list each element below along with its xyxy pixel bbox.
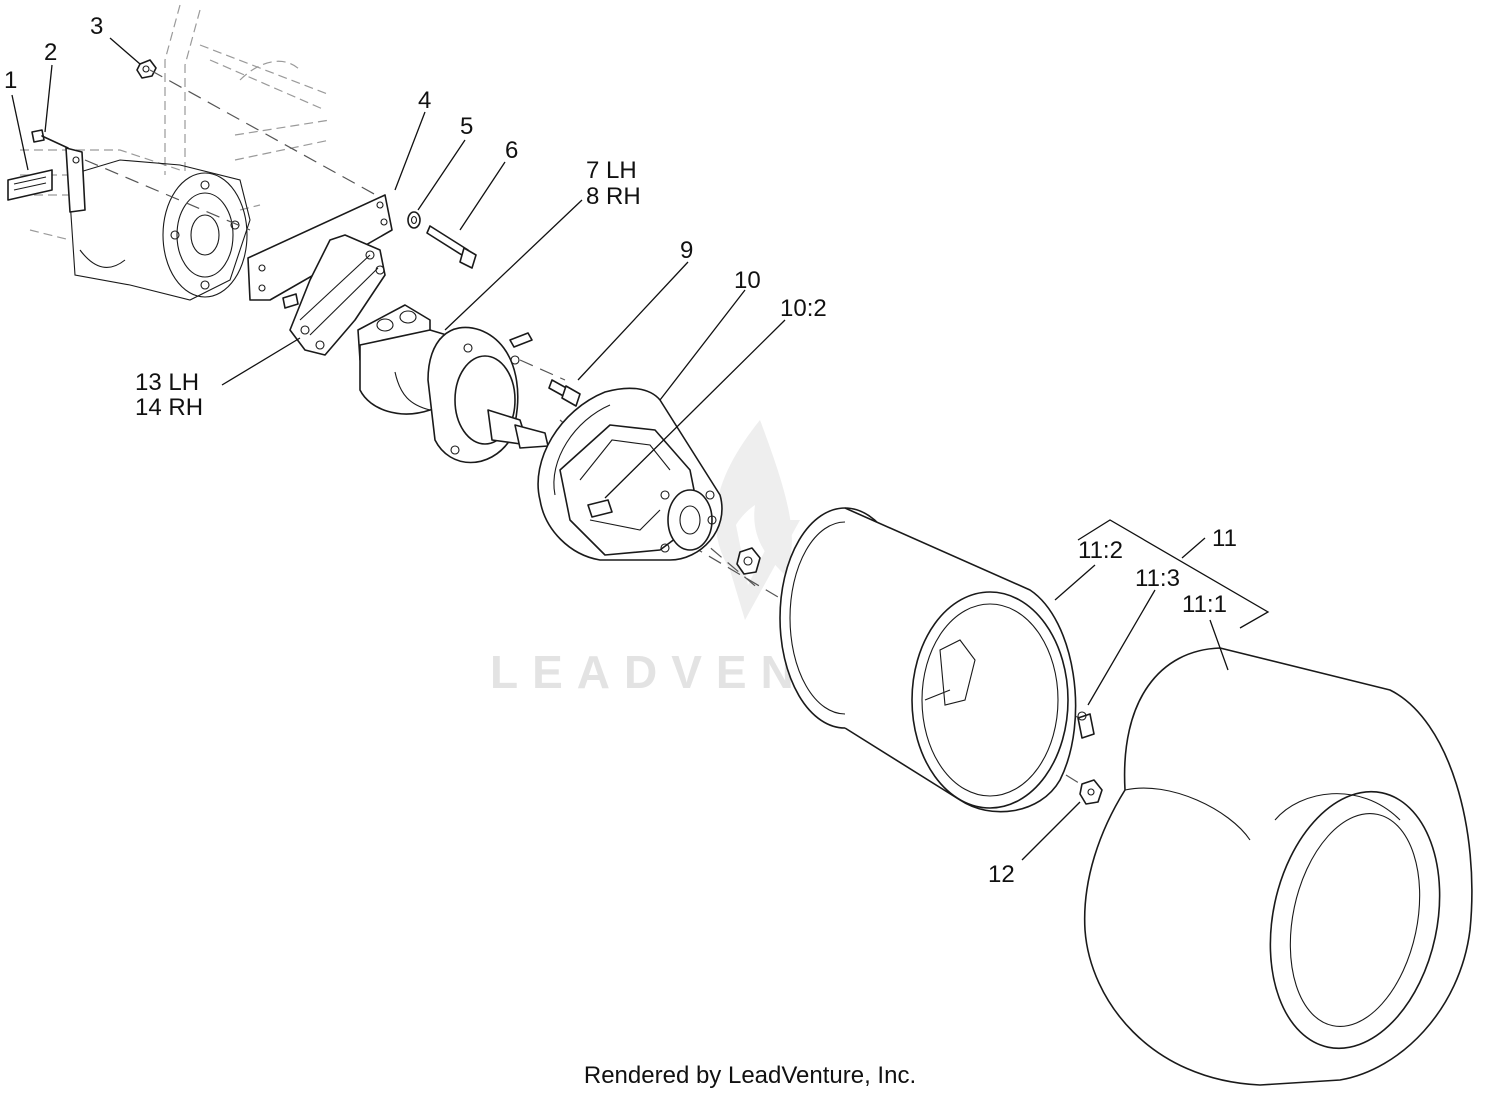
leader-7-8 (444, 199, 583, 331)
part-3-nut (136, 59, 157, 79)
leader-10-2 (604, 319, 786, 499)
callout-5: 5 (460, 113, 473, 140)
callout-2: 2 (44, 39, 57, 66)
part-13-14-brake-bracket (282, 234, 386, 356)
callout-12: 12 (988, 861, 1015, 888)
leader-lines (11, 37, 1229, 861)
leader-4 (394, 111, 426, 191)
callout-11-1: 11:1 (1182, 591, 1227, 618)
callout-14: 14 RH (135, 394, 203, 421)
leader-11 (1181, 537, 1206, 559)
transmission-housing (69, 159, 251, 301)
part-7-8-wheel-motor (357, 304, 549, 464)
part-12-lug-nut (1079, 779, 1103, 805)
callout-7: 7 LH (586, 157, 637, 184)
leader-11-3 (1087, 589, 1156, 706)
callout-3: 3 (90, 13, 103, 40)
leader-12 (1021, 801, 1081, 861)
part-5-washer (407, 211, 421, 229)
leader-6 (459, 161, 506, 231)
leader-11-2 (1054, 564, 1096, 601)
part-11-2-wheel-rim (779, 507, 1077, 813)
callout-10: 10 (734, 267, 761, 294)
callout-9: 9 (680, 237, 693, 264)
assembly-11-bracket (1077, 519, 1270, 629)
leader-13-14 (221, 337, 301, 386)
callout-6: 6 (505, 137, 518, 164)
leader-2 (44, 64, 53, 133)
leader-3 (109, 37, 141, 65)
tractor-frame-ghost (20, 4, 331, 241)
leader-1 (11, 94, 29, 171)
leader-11-1 (1209, 619, 1229, 671)
leader-9 (577, 261, 689, 381)
callout-11-2: 11:2 (1078, 537, 1123, 564)
part-6-bolt (426, 225, 477, 269)
callout-10-2: 10:2 (780, 295, 827, 322)
callout-labels: 1 2 3 4 5 6 7 LH 8 RH 9 10 10:2 11 11:1 … (4, 13, 1237, 888)
part-2-bolt (31, 129, 86, 213)
footer-credit: Rendered by LeadVenture, Inc. (583, 1062, 917, 1089)
leader-5 (417, 139, 466, 211)
part-11-3-valve-stem (1077, 711, 1095, 739)
part-11-1-tire (1083, 647, 1473, 1086)
callout-11: 11 (1212, 525, 1237, 552)
callout-13: 13 LH (135, 369, 199, 396)
callout-8: 8 RH (586, 183, 641, 210)
callout-11-3: 11:3 (1135, 565, 1180, 592)
part-1-decal (7, 169, 53, 201)
watermark-v-icon (715, 520, 800, 620)
part-hub-nut (736, 547, 761, 575)
leader-10 (659, 289, 746, 401)
callout-4: 4 (418, 87, 431, 114)
callout-1: 1 (4, 67, 17, 94)
part-9-bolt (548, 379, 581, 407)
